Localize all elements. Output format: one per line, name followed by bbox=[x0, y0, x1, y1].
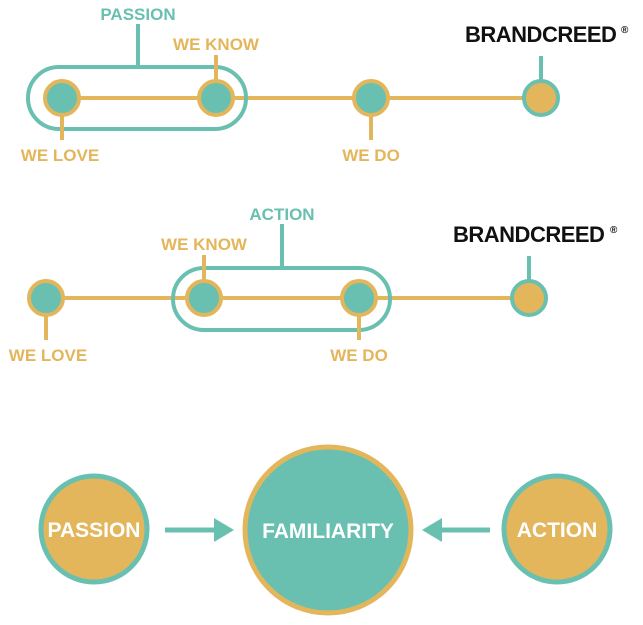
brand-node bbox=[510, 279, 548, 317]
we-do-node bbox=[352, 79, 390, 117]
arrow-right-icon bbox=[165, 518, 234, 542]
brand-node bbox=[522, 79, 560, 117]
we-do-label: WE DO bbox=[342, 146, 400, 165]
registered-mark: ® bbox=[621, 25, 629, 36]
we-do-label: WE DO bbox=[330, 346, 388, 365]
action-timeline: ACTION WE LOVE WE KNOW WE DO BRANDCREED … bbox=[9, 205, 618, 365]
familiarity-flow: PASSION FAMILIARITY ACTION bbox=[38, 444, 613, 616]
we-love-label: WE LOVE bbox=[9, 346, 87, 365]
action-circle-label: ACTION bbox=[517, 519, 598, 542]
passion-timeline: PASSION WE LOVE WE KNOW WE DO BRANDCREED… bbox=[21, 5, 629, 165]
we-know-label: WE KNOW bbox=[161, 235, 248, 254]
passion-circle bbox=[38, 473, 150, 585]
passion-group-label: PASSION bbox=[100, 5, 175, 24]
we-love-label: WE LOVE bbox=[21, 146, 99, 165]
we-do-node bbox=[340, 279, 378, 317]
registered-mark: ® bbox=[610, 225, 618, 236]
we-know-node bbox=[197, 79, 235, 117]
arrow-left-icon bbox=[422, 518, 490, 542]
familiarity-circle-label: FAMILIARITY bbox=[262, 520, 394, 543]
we-love-node bbox=[27, 279, 65, 317]
we-love-node bbox=[43, 79, 81, 117]
passion-circle-label: PASSION bbox=[48, 519, 141, 542]
we-know-node bbox=[185, 279, 223, 317]
brand-name: BRANDCREED bbox=[465, 22, 616, 47]
familiarity-circle bbox=[242, 444, 414, 616]
we-know-label: WE KNOW bbox=[173, 35, 260, 54]
action-group-label: ACTION bbox=[249, 205, 314, 224]
action-circle bbox=[501, 473, 613, 585]
brand-name: BRANDCREED bbox=[453, 222, 604, 247]
